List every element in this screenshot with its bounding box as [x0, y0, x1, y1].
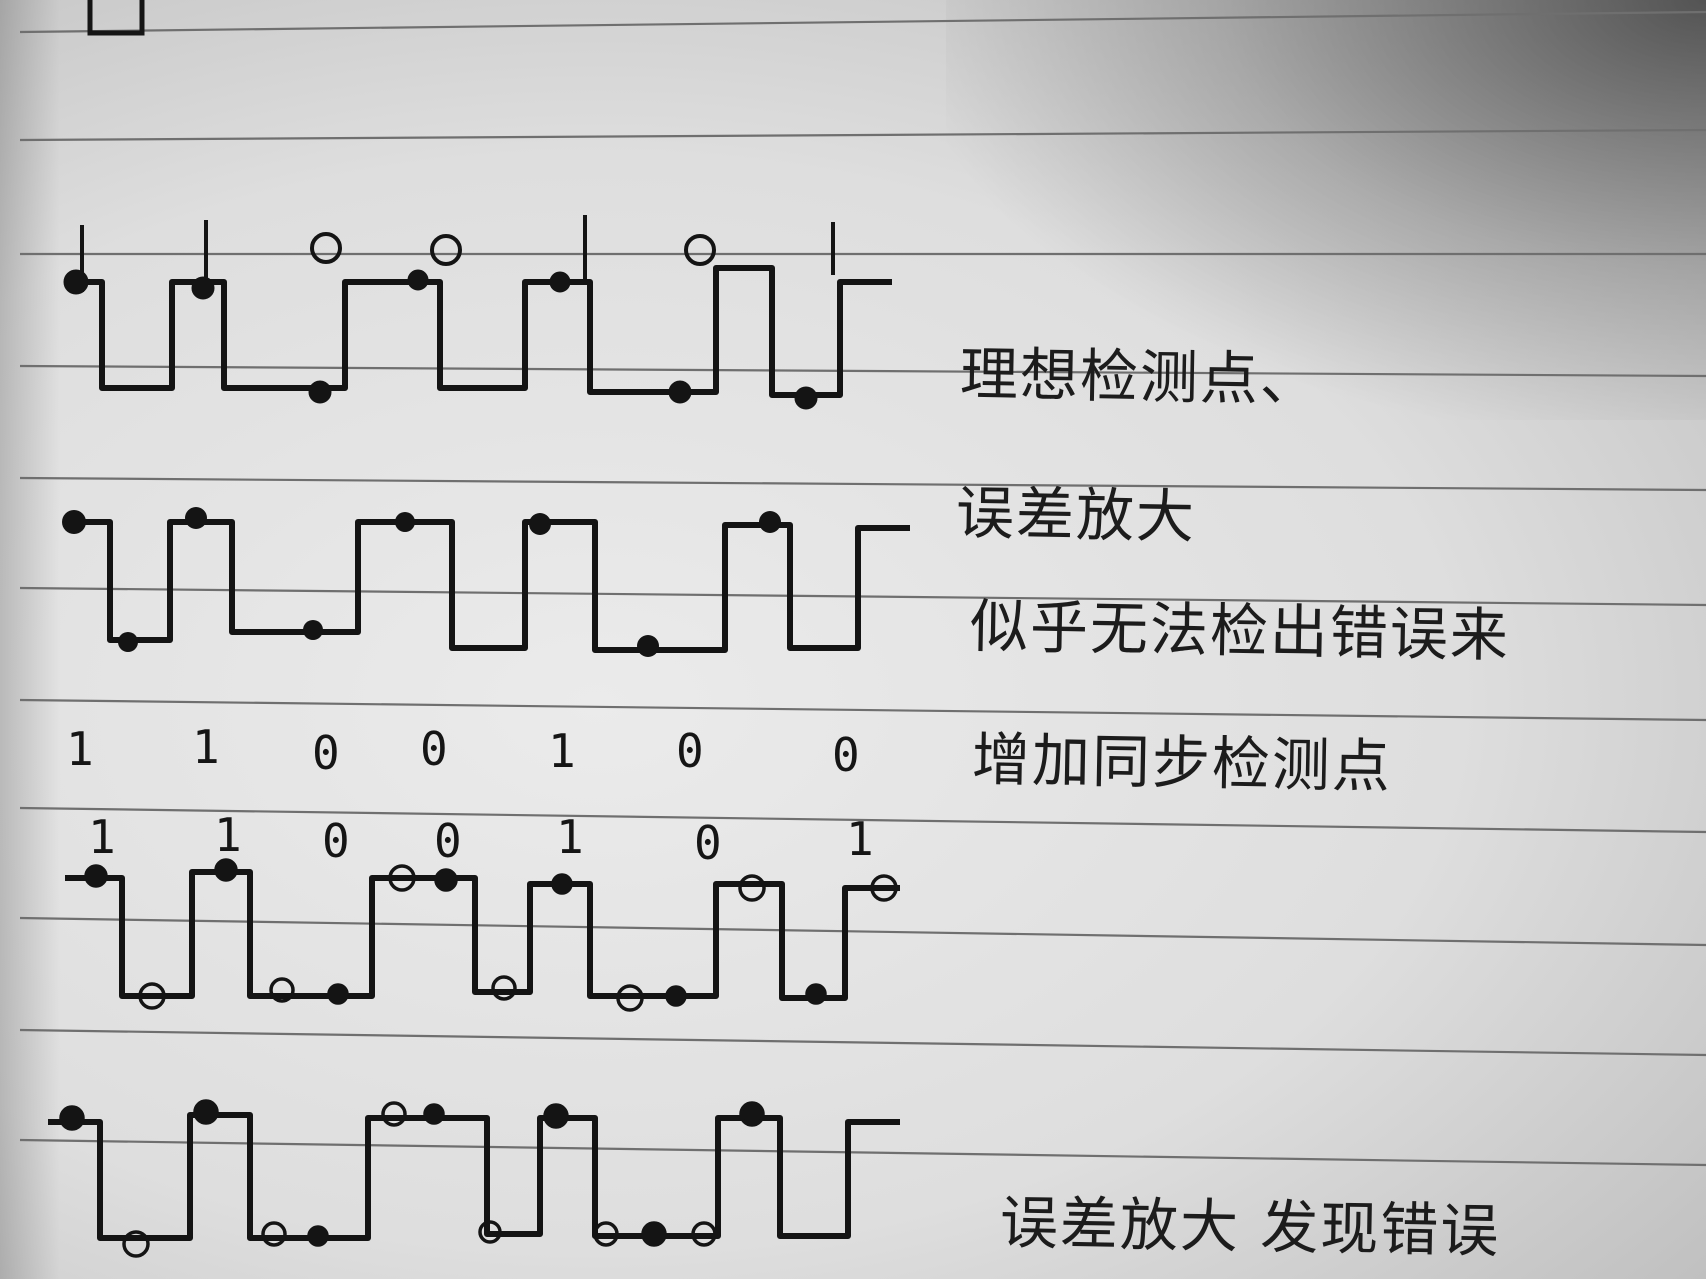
sample-dot	[551, 873, 573, 895]
bit-label: 1	[214, 808, 242, 862]
sync-point	[738, 874, 766, 902]
sample-dot	[543, 1103, 569, 1129]
sync-point	[616, 984, 644, 1012]
bit-zero-mark	[430, 234, 462, 266]
bit-label: 1	[88, 810, 116, 864]
sample-dot	[641, 1221, 667, 1247]
sample-dot	[637, 635, 659, 657]
waveform-error-amplified	[72, 519, 910, 653]
bit-label: 1	[66, 722, 94, 776]
sync-point	[122, 1230, 150, 1258]
sample-dot	[214, 858, 238, 882]
bit-label: 1	[192, 720, 220, 774]
sample-dot	[529, 513, 551, 535]
note-add-sync-detection-points: 增加同步检测点	[971, 725, 1393, 801]
bit-label: 0	[832, 728, 860, 782]
bit-zero-mark	[684, 234, 716, 266]
sample-dot	[193, 1099, 219, 1125]
error-sample-points	[62, 507, 781, 657]
sample-dot	[307, 1225, 329, 1247]
bit-label: 0	[434, 814, 462, 868]
bit-label: 0	[676, 724, 704, 778]
ruled-line	[19, 1028, 1706, 1057]
sample-dot	[434, 868, 458, 892]
sample-dot	[84, 864, 108, 888]
bit-label: 0	[322, 814, 350, 868]
sync-point	[593, 1221, 619, 1247]
sample-dot	[303, 620, 323, 640]
note-error-amplified-found-error: 误差放大 发现错误	[999, 1188, 1501, 1266]
sample-dot	[759, 511, 781, 533]
sync-point	[491, 975, 517, 1001]
sample-dot	[185, 507, 207, 529]
sync-point	[478, 1220, 502, 1244]
bit-label: 0	[694, 816, 722, 870]
bit-zero-mark	[310, 232, 342, 264]
sync-point	[870, 874, 898, 902]
sample-dot	[63, 269, 89, 295]
sample-dot	[423, 1103, 445, 1125]
ruled-line	[19, 916, 1706, 947]
sync-point	[381, 1101, 407, 1127]
note-ideal-detection-points: 理想检测点、	[959, 339, 1321, 415]
sync-sample-points	[84, 858, 898, 1012]
ruled-lines	[19, 10, 1706, 1167]
sample-dot	[118, 632, 138, 652]
sample-dot	[327, 983, 349, 1005]
sample-dot	[395, 512, 415, 532]
bit-label: 0	[420, 722, 448, 776]
bit-label: 1	[846, 812, 874, 866]
sample-dot	[668, 380, 692, 404]
previous-waveform-remnant	[87, 0, 145, 36]
note-error-amplified: 误差放大	[955, 478, 1197, 552]
sample-dot	[739, 1101, 765, 1127]
bit-label: 1	[556, 810, 584, 864]
note-cannot-detect-error: 似乎无法检出错误来	[969, 592, 1511, 670]
sample-dot	[59, 1105, 85, 1131]
sync-point	[269, 977, 295, 1003]
sample-dot	[794, 386, 818, 410]
ruled-line	[19, 476, 1706, 492]
ruled-line	[19, 806, 1706, 834]
ideal-sample-points	[63, 232, 818, 410]
ruled-line	[19, 364, 1706, 378]
sample-dot	[665, 985, 687, 1007]
sync-point	[388, 864, 416, 892]
bit-label: 1	[548, 724, 576, 778]
sample-dot	[407, 269, 429, 291]
sample-dot	[62, 510, 86, 534]
sync-point	[261, 1221, 287, 1247]
sample-dot	[549, 271, 571, 293]
ruled-line	[19, 128, 1706, 142]
waveform-sync-detection	[65, 869, 900, 1001]
ruled-line	[19, 698, 1706, 722]
ruled-line	[19, 10, 1706, 34]
bit-label: 0	[312, 726, 340, 780]
sample-dot	[805, 983, 827, 1005]
sync-point	[691, 1221, 717, 1247]
waveform-error-found	[48, 1112, 900, 1241]
ruled-line	[19, 1138, 1706, 1167]
error-found-sample-points	[59, 1099, 765, 1258]
sync-point	[138, 982, 166, 1010]
sample-dot	[308, 380, 332, 404]
sample-dot	[191, 276, 215, 300]
ruled-line	[19, 586, 1706, 607]
